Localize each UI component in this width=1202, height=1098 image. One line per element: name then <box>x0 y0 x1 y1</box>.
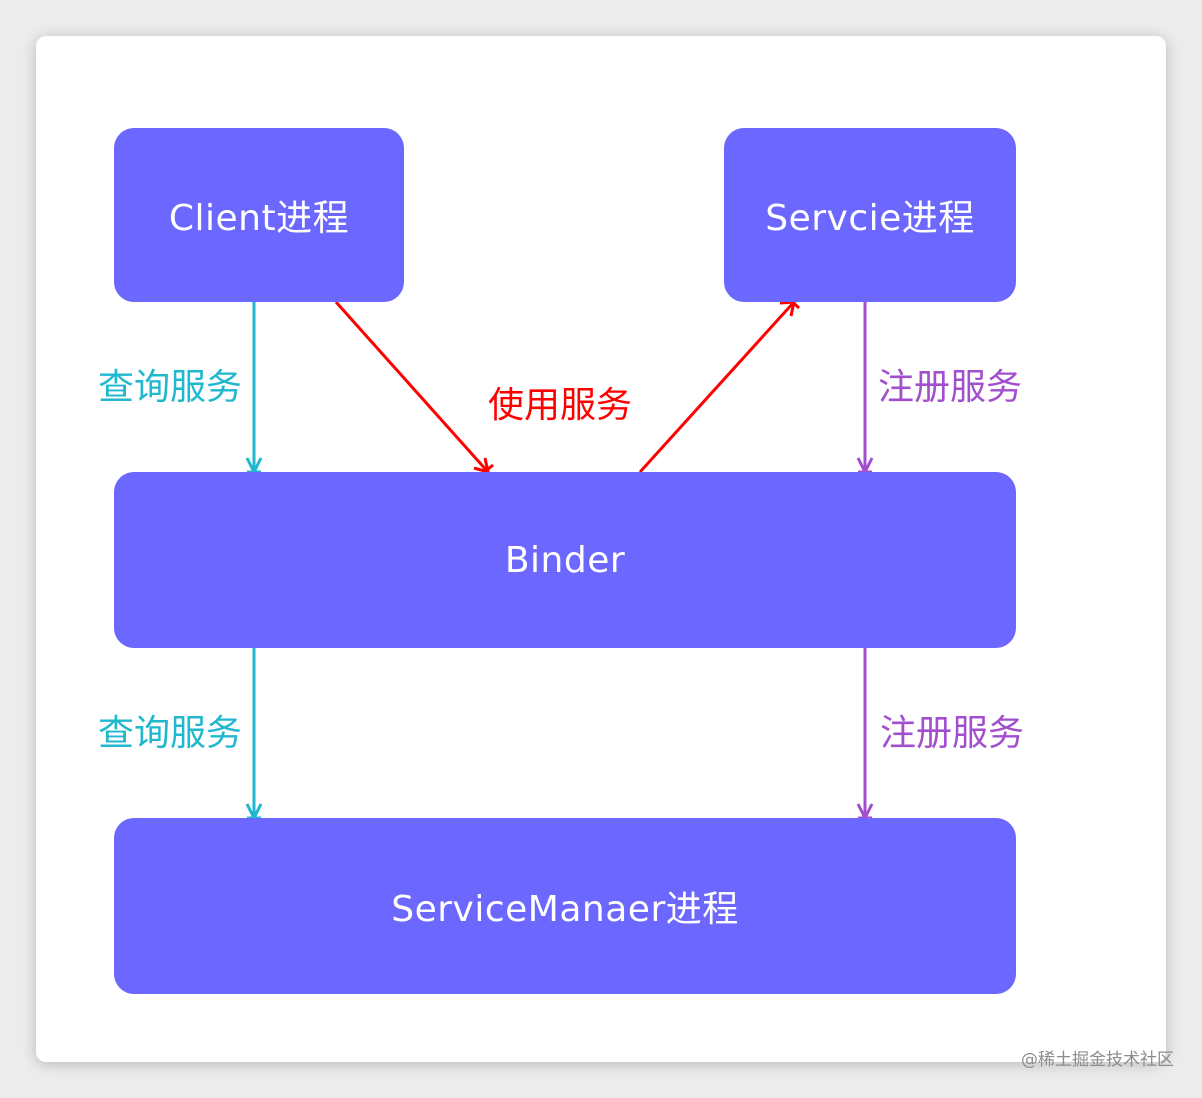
arrow-binder-query <box>245 648 263 822</box>
service-register-label: 注册服务 <box>878 367 1023 408</box>
binder-query-label: 查询服务 <box>98 713 243 754</box>
client-query-label: 查询服务 <box>98 367 243 408</box>
service-process-label: Servcie进程 <box>765 198 975 239</box>
service-manager-node: ServiceManaer进程 <box>114 818 1016 994</box>
arrow-service-use <box>638 294 801 474</box>
watermark: @稀土掘金技术社区 <box>1021 1050 1174 1070</box>
binder-node: Binder <box>114 472 1016 648</box>
binder-label: Binder <box>504 539 626 581</box>
arrow-client-query <box>245 302 263 476</box>
client-process-node: Client进程 <box>114 128 404 302</box>
binder-register-label: 注册服务 <box>880 713 1025 754</box>
service-manager-label: ServiceManaer进程 <box>391 889 739 930</box>
arrow-binder-register <box>856 648 874 822</box>
service-process-node: Servcie进程 <box>724 128 1016 302</box>
arrow-client-use <box>334 301 494 478</box>
client-process-label: Client进程 <box>168 198 350 239</box>
use-service-label: 使用服务 <box>488 385 633 426</box>
arrow-service-register <box>856 302 874 476</box>
